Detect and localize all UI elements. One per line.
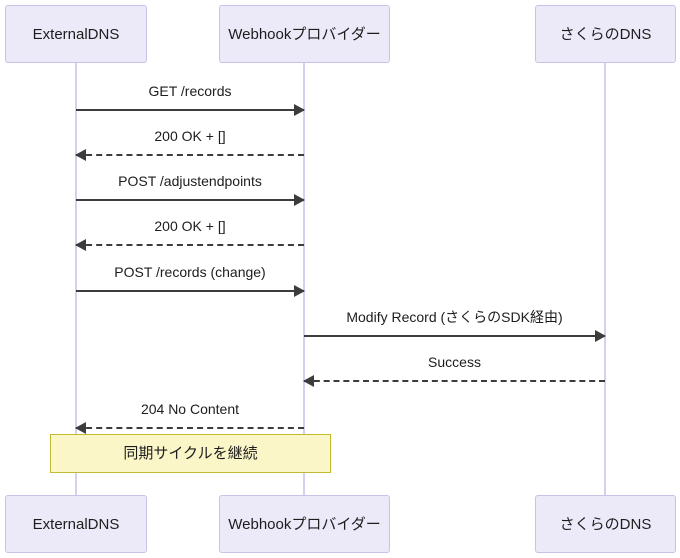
- message-line: [76, 199, 304, 201]
- participant-webhook-top[interactable]: Webhookプロバイダー: [219, 5, 390, 63]
- participant-sakura-top[interactable]: さくらのDNS: [535, 5, 676, 63]
- participant-webhook-bottom[interactable]: Webhookプロバイダー: [219, 495, 390, 553]
- arrowhead-left-icon: [75, 239, 86, 251]
- lifeline-sakura: [604, 63, 606, 495]
- arrowhead-left-icon: [75, 422, 86, 434]
- note-label: 同期サイクルを継続: [123, 445, 258, 462]
- lifeline-externaldns: [75, 63, 77, 495]
- arrowhead-right-icon: [294, 104, 305, 116]
- message-line: [76, 427, 304, 429]
- message-label: POST /adjustendpoints: [118, 173, 262, 189]
- message-label: 200 OK + []: [154, 218, 226, 234]
- participant-label: さくらのDNS: [559, 25, 652, 43]
- participant-label: Webhookプロバイダー: [228, 25, 381, 43]
- participant-sakura-bottom[interactable]: さくらのDNS: [535, 495, 676, 553]
- message-label: 200 OK + []: [154, 128, 226, 144]
- participant-externaldns-top[interactable]: ExternalDNS: [5, 5, 147, 63]
- arrowhead-right-icon: [294, 194, 305, 206]
- arrowhead-left-icon: [303, 375, 314, 387]
- lifeline-webhook: [303, 63, 305, 495]
- message-label: Success: [428, 354, 481, 370]
- message-line: [76, 290, 304, 292]
- arrowhead-right-icon: [294, 285, 305, 297]
- message-line: [304, 380, 605, 382]
- message-line: [76, 154, 304, 156]
- message-line: [76, 244, 304, 246]
- message-line: [76, 109, 304, 111]
- message-label: POST /records (change): [114, 264, 266, 280]
- message-line: [304, 335, 605, 337]
- arrowhead-left-icon: [75, 149, 86, 161]
- note-sync-cycle: 同期サイクルを継続: [50, 434, 331, 473]
- message-label: GET /records: [148, 83, 232, 99]
- message-label: Modify Record (さくらのSDK経由): [346, 309, 563, 325]
- participant-label: ExternalDNS: [32, 25, 120, 43]
- participant-label: Webhookプロバイダー: [228, 515, 381, 533]
- participant-externaldns-bottom[interactable]: ExternalDNS: [5, 495, 147, 553]
- arrowhead-right-icon: [595, 330, 606, 342]
- message-label: 204 No Content: [140, 401, 240, 417]
- participant-label: さくらのDNS: [559, 515, 652, 533]
- participant-label: ExternalDNS: [32, 515, 120, 533]
